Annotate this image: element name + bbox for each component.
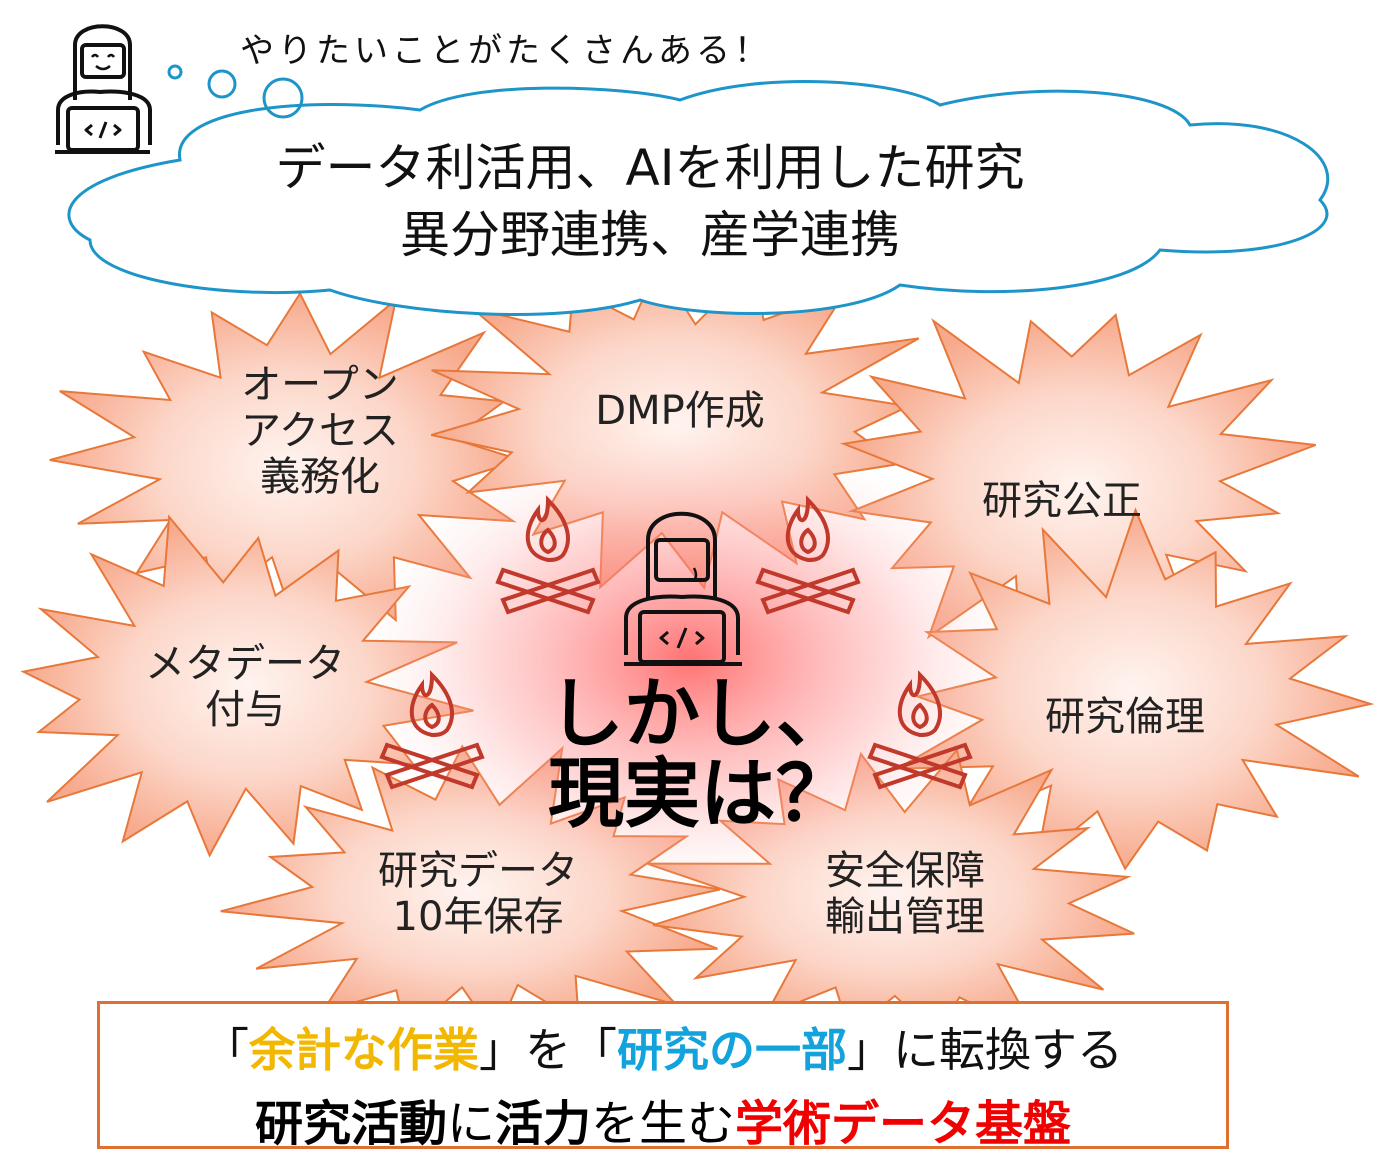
burst-dmp-label: DMP作成 [595,388,764,434]
bracket-open: 「 [203,1023,249,1077]
campfire-icon [755,495,861,615]
burst-layer [20,263,1375,1039]
thought-bubble-medium [207,69,237,99]
thought-bubble-small [167,64,183,80]
burst-metadata-label: 付与 [205,687,285,733]
fire-layer [379,495,973,790]
burst-open-access-label: オープン [241,362,399,408]
thought-cloud [67,80,1330,316]
campfire-icon [867,670,973,790]
bracket-close: 」 [847,1023,893,1077]
thought-bubble-large [262,77,304,119]
burst-data-retention-label: 研究データ [378,848,578,894]
research-activity-text: 研究活動 [254,1096,447,1152]
cloud-line-1: データ利活用、AIを利用した研究 [276,139,1025,197]
thought-caption: やりたいことがたくさんある！ [240,31,772,71]
stressed-researcher-icon [624,511,742,666]
conclusion-box: 「余計な作業」を「研究の一部」に転換する 研究活動に活力を生む学術データ基盤 [97,1001,1229,1152]
burst-open-access-label: 義務化 [260,454,380,500]
burst-research-integrity-label: 研究公正 [982,478,1142,524]
center-line-1: しかし、 [548,669,852,758]
burst-research-ethics-label: 研究倫理 [1045,694,1205,740]
burst-data-retention-label: 10年保存 [393,894,564,940]
campfire-icon [379,670,485,790]
center-line-2: 現実は？ [548,749,852,838]
highlight-extra-work: 余計な作業 [249,1023,479,1077]
cloud-line-2: 異分野連携、産学連携 [400,206,900,264]
bracket-close: 」 [479,1023,525,1077]
highlight-part-of-research: 研究の一部 [617,1023,847,1077]
bracket-open: 「 [571,1023,617,1077]
happy-researcher-icon [55,24,152,154]
particle-ni: に [446,1096,495,1152]
particle-wo: を [525,1023,571,1077]
conclusion-line-1: 「余計な作業」を「研究の一部」に転換する [100,1014,1226,1080]
conclusion-end-text: に転換する [893,1023,1123,1077]
conclusion-line-2: 研究活動に活力を生む学術データ基盤 [100,1084,1226,1154]
burst-export-control-label: 安全保障 [825,848,985,894]
generate-text: を生む [591,1096,736,1152]
vitality-text: 活力 [494,1096,591,1152]
academic-data-infrastructure-text: 学術データ基盤 [735,1096,1072,1152]
burst-open-access-label: アクセス [241,408,399,454]
burst-metadata-label: メタデータ [145,641,345,687]
burst-export-control-label: 輸出管理 [825,894,985,940]
campfire-icon [495,495,601,615]
